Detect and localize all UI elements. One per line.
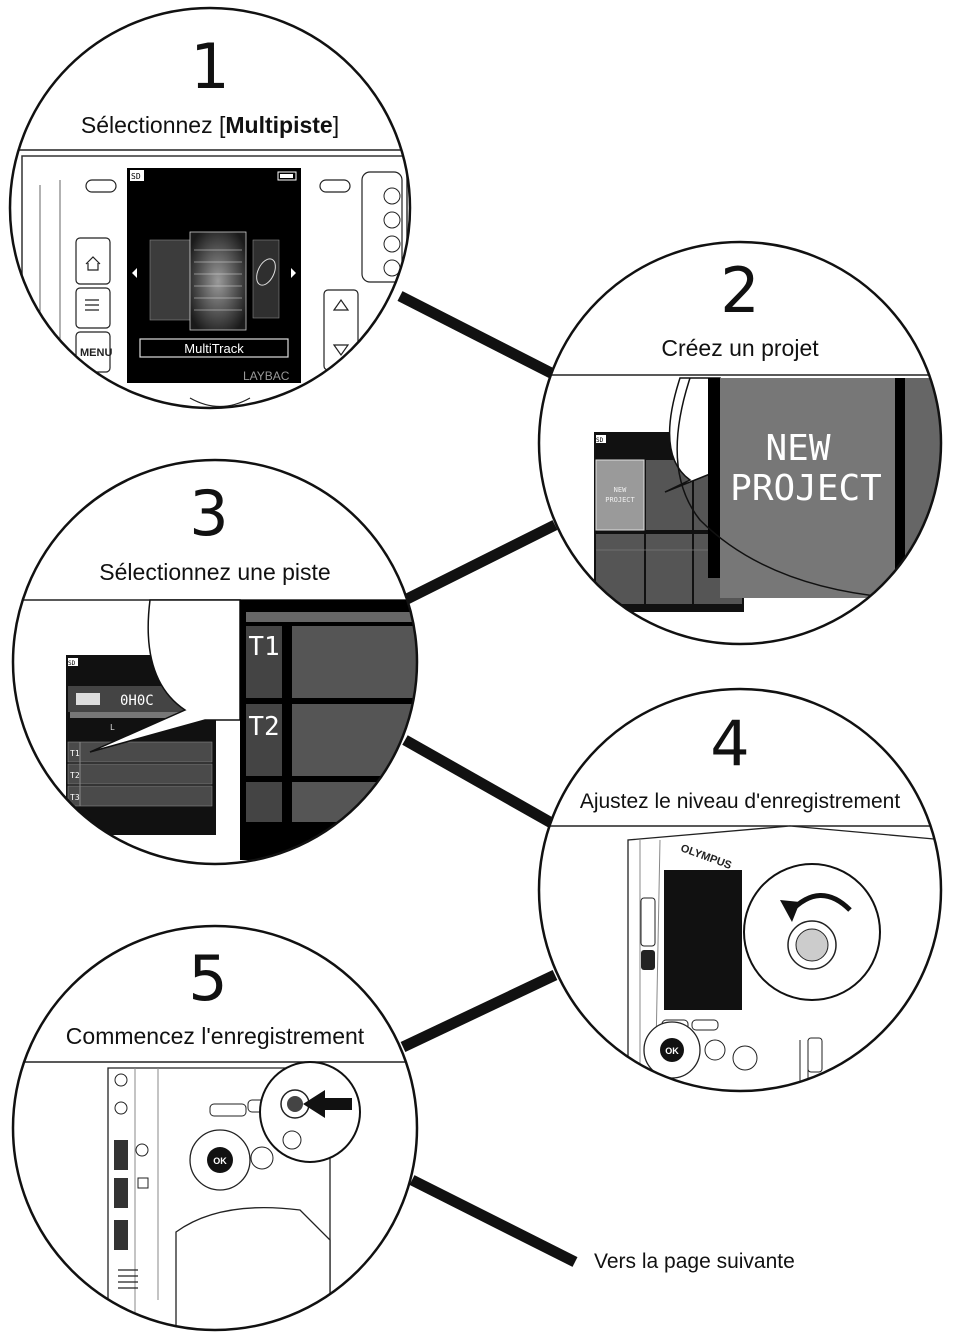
step-5-illustration: OK bbox=[13, 1061, 417, 1330]
connector-5-next bbox=[409, 1175, 578, 1267]
track-list-small: T1 T2 T3 bbox=[67, 741, 213, 807]
zoom-new-label: NEW bbox=[765, 428, 830, 469]
svg-text:SD: SD bbox=[68, 660, 76, 667]
step-3: SD 0H0C L T1 T2 T3 bbox=[11, 458, 419, 866]
step-3-number: 3 bbox=[189, 477, 228, 550]
step-5-caption: Commencez l'enregistrement bbox=[66, 1023, 365, 1049]
step-5-number: 5 bbox=[188, 942, 227, 1015]
step-4-number: 4 bbox=[710, 707, 749, 780]
step-1-number: 1 bbox=[190, 30, 229, 103]
step-3-illustration: SD 0H0C L T1 T2 T3 bbox=[13, 599, 417, 860]
step-2-number: 2 bbox=[720, 254, 759, 327]
next-page-note: Vers la page suivante bbox=[594, 1250, 795, 1273]
step-2: SD NEW PROJECT NEW PROJECT 2 Créez un pr… bbox=[537, 240, 943, 646]
down-arrow-icon bbox=[332, 344, 350, 357]
ok-key-label-5: OK bbox=[213, 1156, 227, 1166]
sd-label-1: SD bbox=[131, 172, 141, 181]
zoom-project-label: PROJECT bbox=[730, 468, 882, 509]
step-1-caption: Sélectionnez [Multipiste] bbox=[81, 112, 339, 138]
svg-text:T3: T3 bbox=[70, 793, 80, 802]
step-4-caption: Ajustez le niveau d'enregistrement bbox=[580, 790, 901, 813]
step-1-illustration: MENU SD bbox=[10, 149, 410, 408]
step-4: OLYMPUS OK 4 Ajustez le niveau d'enregis… bbox=[537, 687, 943, 1093]
step-2-caption: Créez un projet bbox=[661, 335, 819, 361]
small-new-label: NEW bbox=[614, 486, 627, 494]
zoom-track-2: T2 bbox=[248, 712, 279, 742]
partial-mode-label: LAYBAC bbox=[243, 369, 290, 383]
step-5: OK 5 Commencez l'enregistrement bbox=[11, 924, 419, 1332]
carousel-left-icon bbox=[132, 268, 137, 278]
connector-4-5 bbox=[400, 970, 558, 1052]
mode-carousel bbox=[132, 231, 296, 331]
svg-text:SD: SD bbox=[596, 437, 604, 444]
svg-text:T2: T2 bbox=[70, 771, 80, 780]
up-arrow-icon bbox=[332, 298, 350, 311]
small-project-label: PROJECT bbox=[605, 496, 635, 504]
connectors bbox=[397, 291, 578, 1267]
step-1: MENU SD bbox=[8, 6, 412, 410]
step-3-caption: Sélectionnez une piste bbox=[99, 559, 330, 585]
selected-mode-label: MultiTrack bbox=[184, 341, 244, 356]
connector-1-2 bbox=[397, 291, 558, 380]
step-4-illustration: OLYMPUS OK bbox=[539, 825, 941, 1091]
ok-key-label-4: OK bbox=[665, 1046, 679, 1056]
press-arrow-icon bbox=[303, 1090, 352, 1118]
svg-text:T1: T1 bbox=[70, 749, 80, 758]
selected-mode-box bbox=[139, 338, 289, 358]
time-partial-label: 0H0C bbox=[120, 693, 154, 709]
zoom-track-1: T1 bbox=[248, 632, 279, 662]
home-icon bbox=[85, 256, 101, 271]
svg-text:L: L bbox=[110, 723, 115, 732]
menu-key-label: MENU bbox=[80, 347, 112, 359]
carousel-right-icon bbox=[291, 268, 296, 278]
connector-2-3 bbox=[402, 520, 558, 605]
list-icon bbox=[85, 299, 99, 311]
connector-3-4 bbox=[402, 735, 558, 830]
step-2-illustration: SD NEW PROJECT NEW PROJECT bbox=[539, 374, 941, 612]
